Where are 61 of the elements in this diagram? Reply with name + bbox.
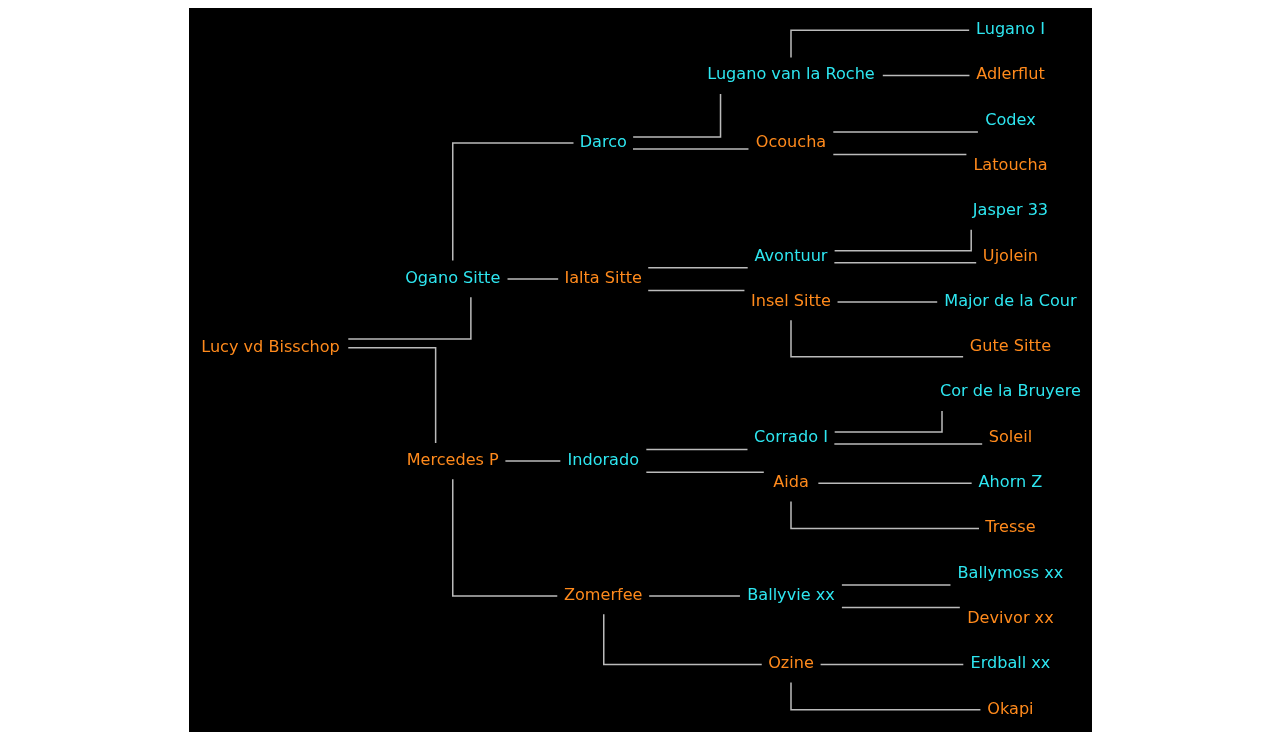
node-text: Zomerfee bbox=[563, 584, 643, 604]
connector bbox=[647, 267, 749, 269]
connector bbox=[647, 289, 746, 292]
node-text: Lugano I bbox=[976, 19, 1045, 39]
node-text: Darco bbox=[579, 131, 627, 151]
connector bbox=[504, 460, 562, 462]
connector bbox=[833, 262, 977, 264]
connector bbox=[819, 663, 965, 666]
node-text: Devivor xx bbox=[967, 607, 1054, 627]
connector bbox=[832, 131, 979, 133]
node-text: Insel Sitte bbox=[750, 290, 832, 310]
node-text: Cor de la Bruyere bbox=[939, 381, 1081, 401]
connector bbox=[790, 681, 982, 711]
connector bbox=[648, 595, 741, 597]
node-text: Tresse bbox=[985, 517, 1036, 537]
node-text: Erdball xx bbox=[970, 653, 1051, 673]
connector bbox=[790, 29, 970, 59]
node-text: Corrado I bbox=[754, 426, 828, 446]
node-text: Ocoucha bbox=[755, 131, 827, 151]
node-text: Ialta Sitte bbox=[564, 267, 643, 287]
connector bbox=[645, 448, 749, 451]
connector bbox=[832, 153, 968, 156]
node-text: Jasper 33 bbox=[972, 200, 1049, 220]
connector bbox=[506, 278, 559, 280]
node-text: Ogano Sitte bbox=[405, 267, 501, 287]
connector bbox=[347, 296, 472, 340]
node-text: Lugano van la Roche bbox=[707, 64, 875, 84]
connector bbox=[632, 148, 750, 150]
connector bbox=[452, 478, 559, 597]
connector bbox=[841, 606, 961, 609]
connector bbox=[790, 500, 980, 530]
connector bbox=[817, 482, 973, 484]
connector bbox=[833, 228, 972, 252]
node-text: Indorado bbox=[567, 449, 640, 469]
connector bbox=[833, 443, 983, 445]
connector bbox=[603, 613, 763, 666]
node-text: Major de la Cour bbox=[944, 290, 1077, 310]
connector bbox=[632, 93, 722, 138]
connector bbox=[833, 410, 943, 433]
node-text: Gute Sitte bbox=[969, 336, 1052, 356]
connector bbox=[882, 74, 971, 77]
node-text: Adlerflut bbox=[976, 64, 1045, 84]
connector bbox=[790, 319, 964, 358]
node-text: Ujolein bbox=[982, 245, 1039, 265]
connector bbox=[452, 142, 575, 262]
node-text: Okapi bbox=[987, 698, 1034, 718]
node-text: Ballymoss xx bbox=[957, 562, 1064, 582]
node-text: Ahorn Z bbox=[978, 472, 1043, 492]
node-text: Latoucha bbox=[973, 154, 1048, 174]
connector bbox=[836, 301, 938, 303]
connector bbox=[347, 347, 437, 444]
node-text: Soleil bbox=[988, 426, 1033, 446]
node-text: Aida bbox=[773, 472, 809, 492]
connector bbox=[645, 471, 765, 473]
node-text: Ballyvie xx bbox=[747, 584, 835, 604]
connector bbox=[841, 584, 952, 586]
node-text: Ozine bbox=[768, 653, 814, 673]
node-text: Codex bbox=[985, 109, 1036, 129]
node-text: Lucy vd Bisschop bbox=[201, 337, 340, 357]
node-text: Mercedes P bbox=[406, 449, 499, 469]
node-text: Avontuur bbox=[754, 245, 828, 265]
